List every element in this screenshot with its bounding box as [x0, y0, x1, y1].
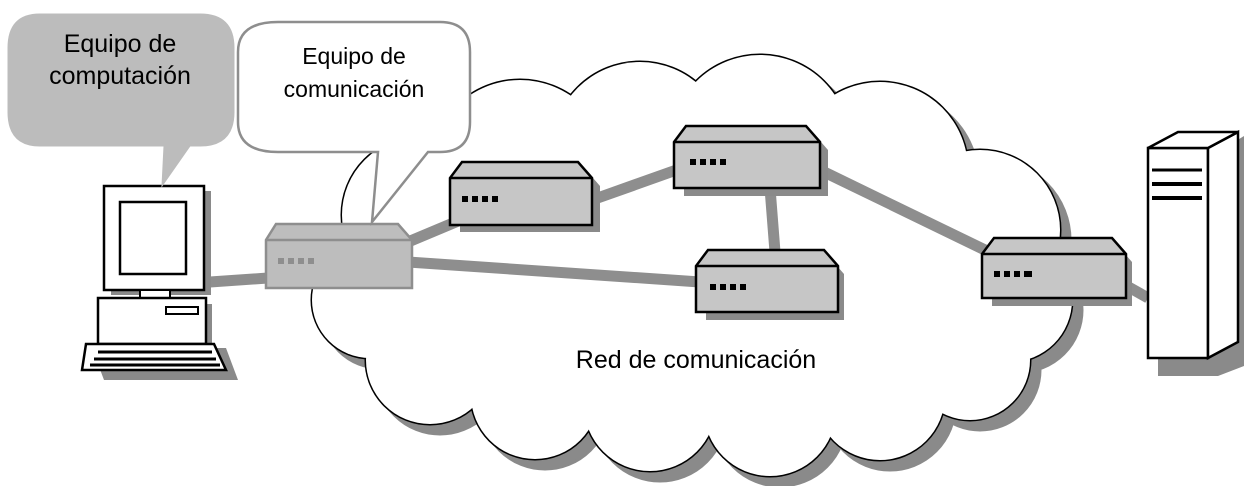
network-node-a	[448, 160, 600, 232]
callout-communication-equipment: Equipo de comunicación	[236, 20, 472, 226]
callout-computing-equipment: Equipo de computación	[7, 13, 235, 188]
network-links	[209, 162, 1151, 303]
server-icon	[1146, 129, 1244, 376]
callout-communication-line2: comunicación	[284, 76, 425, 102]
link-node-b-to-node-d	[817, 165, 988, 255]
link-comm-to-node-c	[407, 256, 701, 288]
network-node-d	[980, 236, 1132, 306]
callout-communication-line1: Equipo de	[302, 43, 406, 69]
link-computer-to-comm-device	[209, 272, 269, 288]
link-node-a-to-node-b	[590, 162, 684, 206]
computer-icon	[80, 184, 238, 380]
link-node-b-to-node-c	[764, 187, 781, 253]
callout-computing-line2: computación	[49, 62, 191, 90]
network-node-c	[694, 248, 844, 320]
communication-device	[264, 222, 414, 290]
callout-computing-line1: Equipo de	[64, 30, 177, 58]
network-node-b	[672, 124, 828, 196]
cloud-label: Red de comunicación	[576, 346, 816, 374]
